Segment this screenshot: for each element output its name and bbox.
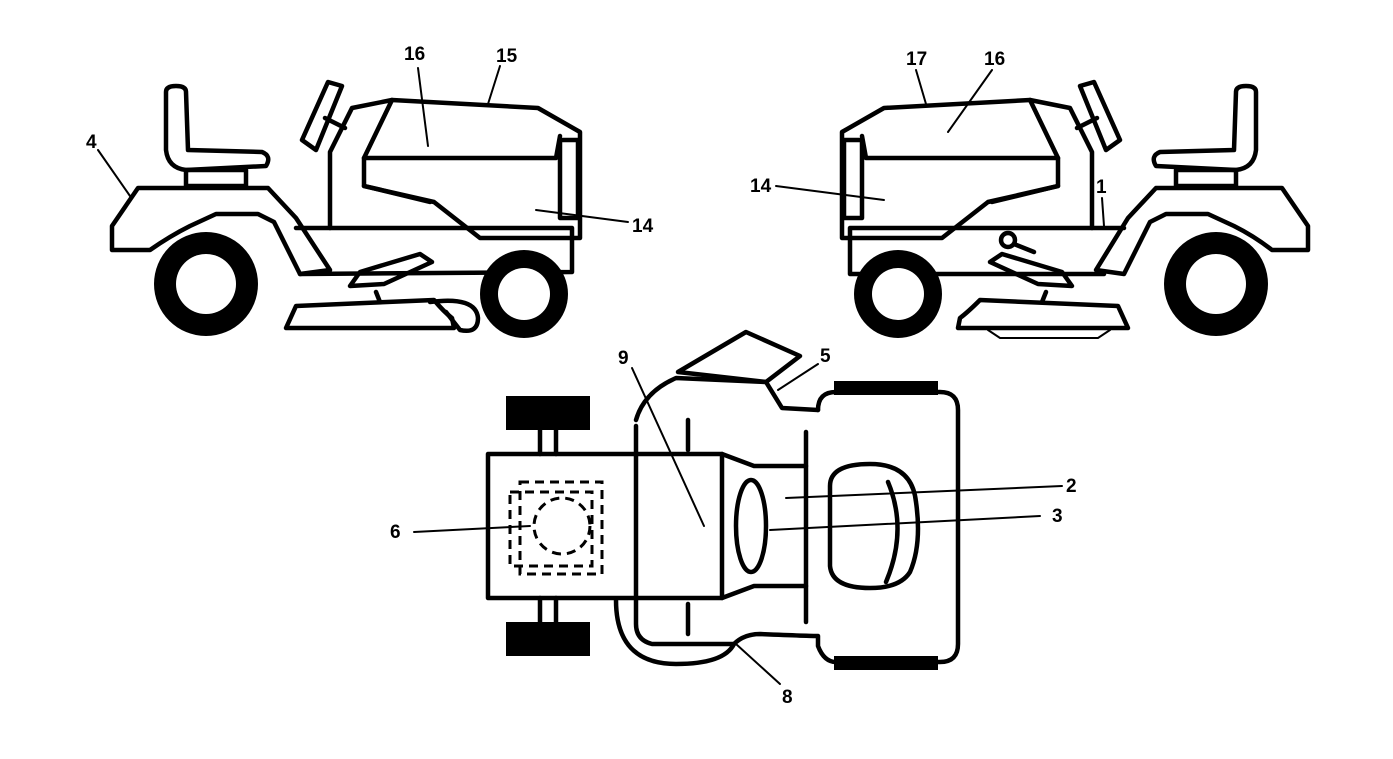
tractor-left-side-view: [109, 79, 583, 338]
callout-label: 8: [782, 687, 793, 708]
callout-label: 4: [86, 132, 97, 153]
callout-label: 9: [618, 348, 629, 369]
callout-label: 15: [496, 46, 518, 67]
tractor-top-view: [485, 329, 961, 670]
tractor-right-side-view: [839, 79, 1311, 339]
callout-label: 2: [1066, 476, 1077, 497]
callout-label: 3: [1052, 506, 1063, 527]
callout-label: 5: [820, 346, 831, 367]
leader-lines: [97, 65, 1105, 685]
callout-labels: 16 15 4 14 17 16 14 1 9 5 2 3 6 8: [86, 44, 1107, 708]
callout-label: 16: [404, 44, 425, 65]
callout-label: 6: [390, 522, 401, 543]
callout-label: 17: [906, 49, 927, 70]
callout-label: 14: [750, 176, 772, 197]
callout-label: 16: [984, 49, 1005, 70]
callout-label: 14: [632, 216, 654, 237]
callout-label: 1: [1096, 177, 1107, 198]
